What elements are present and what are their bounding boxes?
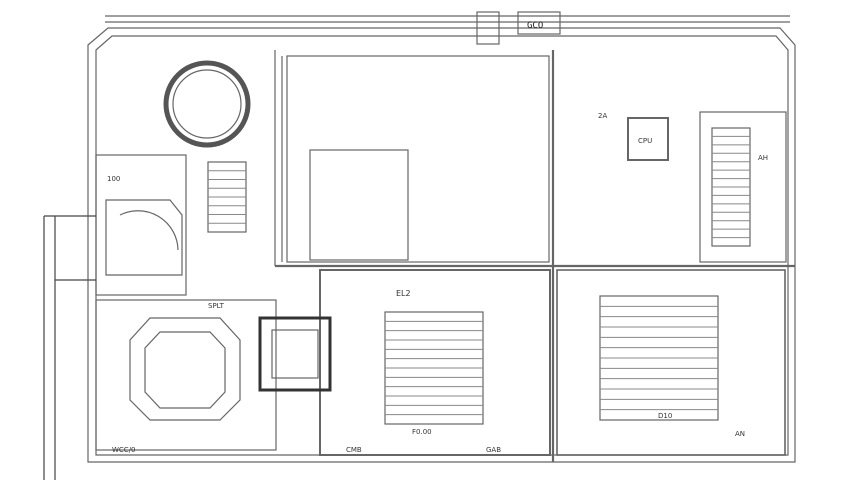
- central-unit: [258, 316, 332, 392]
- central-unit-inner: [271, 329, 319, 379]
- outer-wall: [87, 27, 796, 463]
- machine-outline: [105, 199, 183, 276]
- label-bottom-right: D10: [658, 412, 672, 420]
- label-bottom-right-box: AN: [735, 430, 745, 438]
- top-box: [517, 11, 561, 35]
- circular-tank: [163, 60, 251, 148]
- left-utility-line: [43, 215, 96, 480]
- label-chip: CPU: [638, 137, 652, 145]
- top-gate: [476, 11, 500, 45]
- label-left-bottom: WCC/0: [112, 446, 136, 454]
- room-bottom-right: [556, 269, 786, 456]
- label-corridor: EL2: [396, 289, 411, 298]
- circular-tank-inner: [172, 69, 242, 139]
- label-bottom-left-box: CMB: [346, 446, 362, 454]
- label-bottom-mid: F0.00: [412, 428, 432, 436]
- room-left-upper: [95, 154, 187, 296]
- outer-wall-inner: [95, 35, 789, 456]
- machine-arc: [119, 210, 179, 251]
- inner-room: [309, 149, 409, 261]
- right-panel: [699, 111, 787, 263]
- room-center-top: [286, 55, 550, 263]
- label-left-tag: SPLT: [208, 302, 225, 310]
- room-left-lower: [95, 299, 277, 451]
- label-top-box: GCO: [527, 21, 543, 31]
- label-east: AH: [758, 154, 768, 162]
- label-sub-right: 2A: [598, 112, 607, 120]
- machine-octagon-inner: [144, 331, 226, 409]
- label-small-box: 100: [107, 175, 120, 183]
- machine-octagon: [129, 317, 241, 421]
- chip: [627, 117, 669, 161]
- label-bottom-mid-box: GAB: [486, 446, 501, 454]
- room-bottom-center: [319, 269, 551, 456]
